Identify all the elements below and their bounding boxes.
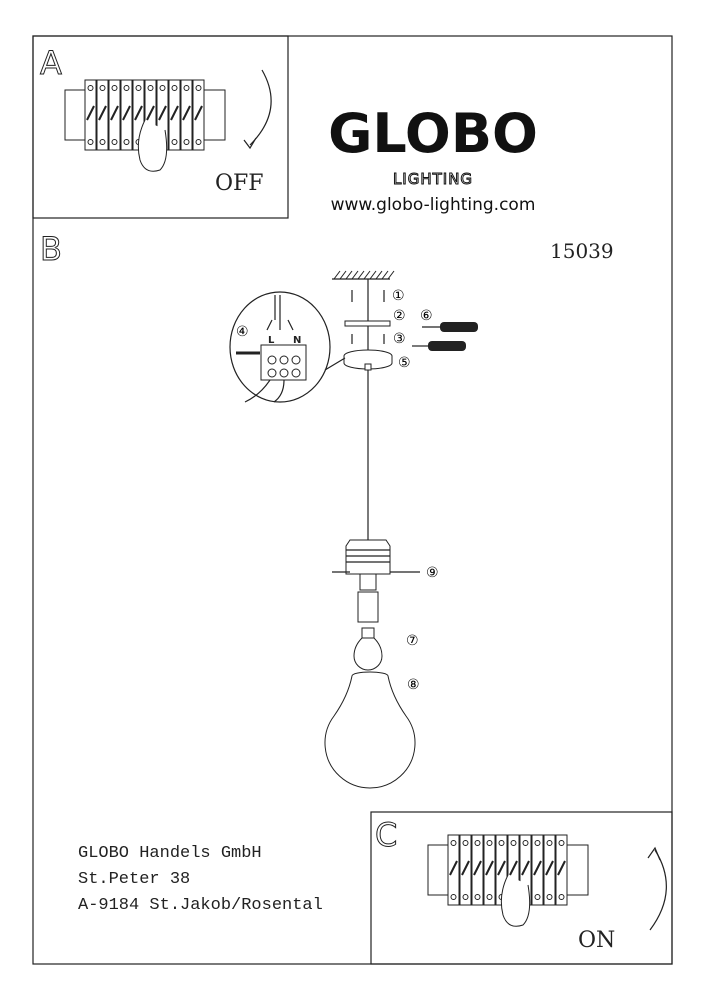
globo-logo: GLOBO [328, 102, 538, 165]
turn-off-arrow [249, 69, 272, 146]
on-label: ON [578, 928, 615, 953]
product-number: 15039 [550, 239, 614, 263]
step-a-box [32, 35, 289, 219]
step-c-letter: C [375, 816, 397, 854]
step-c-box [370, 811, 673, 965]
address-street: St.Peter 38 [78, 870, 190, 889]
callout-3: ③ [393, 331, 406, 347]
callout-8: ⑧ [407, 677, 420, 693]
glass-shade [324, 671, 416, 789]
callout-5: ⑤ [398, 355, 411, 371]
callout-9: ⑨ [426, 565, 439, 581]
turn-on-arrow [649, 849, 667, 931]
callout-2: ② [393, 308, 406, 324]
step-b-letter: B [40, 230, 62, 268]
terminal-l: L [268, 335, 275, 346]
address-city: A-9184 St.Jakob/Rosental [78, 896, 323, 915]
light-bulb [353, 627, 383, 671]
address-company: GLOBO Handels GmbH [78, 844, 262, 863]
page-border [32, 35, 673, 965]
callout-1: ① [392, 288, 405, 304]
website: www.globo-lighting.com [331, 195, 536, 215]
lamp-socket-diagram [332, 539, 420, 623]
callout-4: ④ [236, 324, 249, 340]
callout-6: ⑥ [420, 308, 433, 324]
breaker-panel-on [427, 834, 589, 927]
callout-7: ⑦ [406, 633, 419, 649]
terminal-n: N [293, 335, 301, 346]
ceiling-mount-diagram [229, 270, 478, 540]
lighting-logo: LIGHTING [393, 170, 473, 188]
breaker-panel-off [64, 79, 226, 172]
step-a-letter: A [40, 44, 62, 82]
off-label: OFF [215, 171, 264, 196]
